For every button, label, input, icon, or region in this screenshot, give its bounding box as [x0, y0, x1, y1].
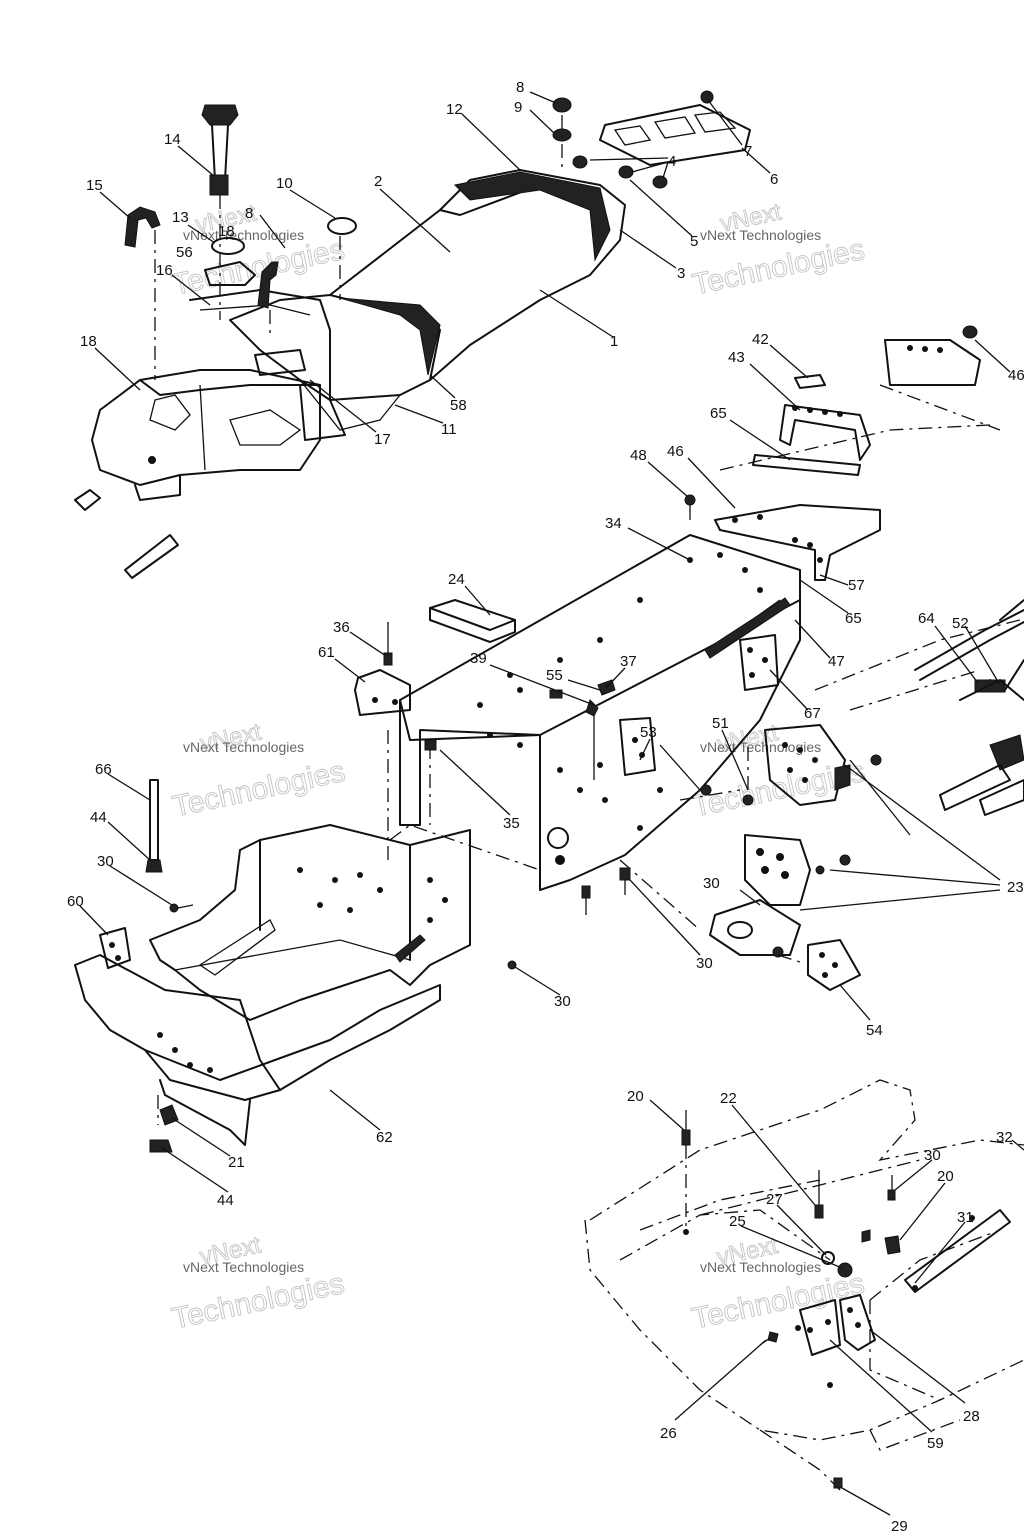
callout-26: 26	[660, 1425, 677, 1442]
callout-60: 60	[67, 893, 84, 910]
callout-67: 67	[804, 705, 821, 722]
callout-20b: 20	[937, 1168, 954, 1185]
callout-34: 34	[605, 515, 622, 532]
callout-30d: 30	[554, 993, 571, 1010]
callout-21: 21	[228, 1154, 245, 1171]
callout-61: 61	[318, 644, 335, 661]
callout-18a: 18	[218, 223, 235, 240]
seat-assembly	[229, 169, 626, 431]
callout-65b: 65	[845, 610, 862, 627]
callout-5: 5	[690, 233, 698, 250]
callout-8b: 8	[245, 205, 253, 222]
callout-18b: 18	[80, 333, 97, 350]
callout-27: 27	[766, 1191, 783, 1208]
leader-lines	[79, 91, 1024, 1516]
callout-46b: 46	[667, 443, 684, 460]
callout-42: 42	[752, 331, 769, 348]
watermark-small-bottom-left: vNext Technologies	[183, 1259, 304, 1275]
small-brackets	[354, 599, 616, 860]
watermark-bottom-left: vNext Technologies	[169, 1231, 348, 1336]
rear-bracket	[684, 325, 1001, 581]
callout-36: 36	[333, 619, 350, 636]
callout-8a: 8	[516, 79, 524, 96]
callout-44a: 44	[90, 809, 107, 826]
callout-23: 23	[1007, 879, 1024, 896]
callout-53: 53	[640, 724, 657, 741]
callout-57: 57	[848, 577, 865, 594]
watermark-bottom-right: vNext Technologies	[689, 1232, 868, 1337]
main-frame	[399, 534, 801, 931]
fuel-tank	[74, 289, 346, 511]
callout-48: 48	[630, 447, 647, 464]
callout-44b: 44	[217, 1192, 234, 1209]
callout-58: 58	[450, 397, 467, 414]
callout-28: 28	[963, 1408, 980, 1425]
watermark-middle-left: vNext Technologies	[169, 718, 348, 824]
callout-16: 16	[156, 262, 173, 279]
callout-20a: 20	[627, 1088, 644, 1105]
callout-56: 56	[176, 244, 193, 261]
callout-13: 13	[172, 209, 189, 226]
callout-29: 29	[891, 1518, 908, 1535]
callout-66: 66	[95, 761, 112, 778]
watermark-line2: Technologies	[169, 233, 347, 302]
callout-3: 3	[677, 265, 685, 282]
callout-35: 35	[503, 815, 520, 832]
callout-11: 11	[441, 421, 457, 438]
callout-32: 32	[996, 1129, 1013, 1146]
watermark-group: vNext Technologies vNext Technologies vN…	[169, 198, 869, 1337]
side-brackets	[581, 634, 1001, 991]
callout-30e: 30	[924, 1147, 941, 1164]
callout-31: 31	[957, 1209, 974, 1226]
callout-30a: 30	[97, 853, 114, 870]
front-cradle	[74, 824, 471, 1146]
callout-43: 43	[728, 349, 745, 366]
callout-47: 47	[828, 653, 845, 670]
callout-10: 10	[276, 175, 293, 192]
callout-24: 24	[448, 571, 465, 588]
watermark-line2: Technologies	[689, 233, 867, 302]
callout-12: 12	[446, 101, 463, 118]
callout-39: 39	[470, 650, 487, 667]
watermark-line2: Technologies	[690, 755, 868, 824]
callout-51: 51	[712, 715, 729, 732]
watermark-small-top-left: vNext Technologies	[183, 227, 304, 243]
callout-54: 54	[866, 1022, 883, 1039]
callout-30b: 30	[703, 875, 720, 892]
callout-46a: 46	[1008, 367, 1024, 384]
callout-14: 14	[164, 131, 181, 148]
callout-62: 62	[376, 1129, 393, 1146]
callout-4: 4	[668, 153, 676, 170]
steering-linkage	[814, 599, 1024, 816]
callout-17: 17	[374, 431, 391, 448]
rear-trim	[552, 90, 751, 189]
callout-59: 59	[927, 1435, 944, 1452]
callout-22: 22	[720, 1090, 737, 1107]
callout-30c: 30	[696, 955, 713, 972]
callout-6: 6	[770, 171, 778, 188]
callout-25: 25	[729, 1213, 746, 1230]
callout-52: 52	[952, 615, 969, 632]
callout-65a: 65	[710, 405, 727, 422]
callout-7: 7	[744, 143, 752, 160]
callout-15: 15	[86, 177, 103, 194]
callout-55: 55	[546, 667, 563, 684]
callout-labels: 8 9 12 7 4 6 5 3 1 14 2 10 15 13 18 8 56…	[67, 79, 1024, 1535]
watermark-middle-right: vNext Technologies	[689, 719, 868, 825]
fasteners-front	[145, 739, 541, 1153]
callout-1: 1	[610, 333, 618, 350]
nose-pan	[584, 1079, 1024, 1491]
watermark-small-middle-right: vNext Technologies	[700, 739, 821, 755]
watermark-small-middle-left: vNext Technologies	[183, 739, 304, 755]
watermark-line2: Technologies	[170, 755, 348, 824]
callout-64: 64	[918, 610, 935, 627]
watermark-small-bottom-right: vNext Technologies	[700, 1259, 821, 1275]
fuel-cap	[124, 104, 357, 579]
watermark-line2: Technologies	[169, 1267, 347, 1336]
watermark-small-top-right: vNext Technologies	[700, 227, 821, 243]
callout-9: 9	[514, 99, 522, 116]
callout-37: 37	[620, 653, 637, 670]
callout-2: 2	[374, 173, 382, 190]
